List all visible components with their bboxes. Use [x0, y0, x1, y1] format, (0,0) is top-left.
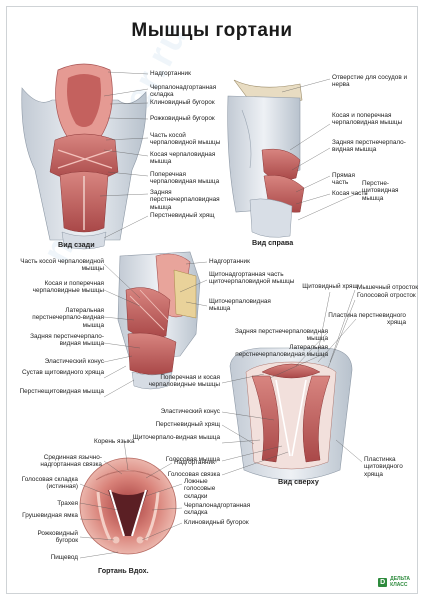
label-thyroarytenoid-2: Щиточерпало-видная мышца: [132, 434, 220, 441]
label-epiglottis-3: Надгортанник: [174, 459, 215, 466]
label-muscular-process: Мышечный отросток: [357, 284, 419, 291]
label-true-vocal-fold: Голосовая складка (истинная): [21, 476, 78, 491]
caption-posterior-view: Вид сзади: [58, 240, 95, 249]
label-tongue-root: Корень языка: [94, 438, 135, 445]
label-aryepiglottic-fold-2: Черпалонадгортанная складка: [184, 502, 251, 517]
label-corniculate-tubercle: Рожковидный бугорок: [150, 115, 215, 122]
logo-line-2: КЛАСС: [390, 581, 408, 588]
label-thyroid-cartilage: Щитовидный хрящ: [302, 283, 358, 290]
label-vocalis: Голосовая мышца: [165, 456, 220, 463]
label-lateral-cricoarytenoid-2: Латеральная перстнечерпаловидная мышца: [235, 344, 328, 359]
label-cricoid-lamina: Пластина перстневидного хряща: [328, 312, 406, 327]
label-transverse-arytenoid: Поперечная черпаловидная мышца: [150, 171, 220, 186]
figure-right-view: [227, 79, 305, 238]
label-posterior-cricoarytenoid-right: Задняя перстнечерпало-видная мышца: [332, 139, 406, 154]
label-cricothyroid: Перстне-щитовидная мышца: [362, 180, 399, 202]
logo-mark-icon: D: [378, 578, 388, 587]
label-oblique-arytenoid: Косая черпаловидная мышца: [150, 151, 216, 166]
label-cricothyroid-2: Перстнещитовидная мышца: [19, 388, 105, 395]
label-oblique-transverse-arytenoid-2: Косая и поперечная черпаловидные мышцы: [32, 280, 104, 295]
logo-line-1: ДЕЛЬТА: [390, 576, 410, 582]
label-posterior-cricoarytenoid-2: Задняя перстнечерпало-видная мышца: [30, 333, 104, 348]
label-posterior-cricoarytenoid-3: Задняя перстнечерпаловидная мышца: [235, 328, 328, 343]
label-cuneiform-tubercle-2: Клиновидный бугорок: [184, 519, 249, 526]
label-cricoid-cartilage: Перстневидный хрящ: [150, 212, 215, 219]
label-transverse-oblique-arytenoid: Поперечная и косая черпаловидные мышцы: [148, 374, 220, 389]
label-vocal-process: Голосовой отросток: [357, 292, 416, 299]
label-false-vocal-folds: Ложные голосовые складки: [184, 478, 216, 500]
label-thyroepiglottic-part: Щитонадгортанная часть щиточерпаловидной…: [209, 271, 295, 286]
label-lateral-cricoarytenoid: Латеральная перстнечерпало-видная мышца: [32, 307, 104, 329]
label-straight-part: Прямая часть: [332, 172, 355, 187]
label-trachea: Трахея: [57, 500, 78, 507]
label-oblique-part: Косая часть: [332, 190, 368, 197]
label-epiglottis: Надгортанник: [150, 70, 191, 77]
caption-superior-view: Вид сверху: [278, 477, 319, 486]
label-cricoid-cartilage-2: Перстневидный хрящ: [155, 421, 220, 428]
label-conus-elasticus: Эластический конус: [44, 358, 104, 365]
label-thyroarytenoid: Щиточерпаловидная мышца: [209, 298, 271, 313]
label-median-glossoepiglottic: Срединная язычно-надгортанная связка: [40, 454, 102, 469]
label-epiglottis-2: Надгортанник: [209, 258, 250, 265]
label-posterior-cricoarytenoid: Задняя перстнечерпаловидная мышца: [150, 189, 220, 211]
label-part-oblique-arytenoid-2: Часть косой черпаловидной мышцы: [20, 258, 104, 273]
label-aryepiglottic-fold: Черпалонадгортанная складка: [150, 84, 217, 99]
label-thyroid-lamina: Пластинка щитовидного хряща: [364, 456, 403, 478]
label-corniculate-tubercle-2: Рожковидный бугорок: [37, 530, 78, 545]
label-conus-elasticus-2: Эластический конус: [160, 408, 220, 415]
label-piriform-fossa: Грушевидная ямка: [22, 512, 78, 519]
label-vocal-ligament: Голосовая связка: [167, 471, 220, 478]
caption-right-view: Вид справа: [252, 238, 294, 247]
figure-posterior-view: [21, 63, 147, 250]
label-thyroid-joint: Сустав щитовидного хряща: [22, 369, 104, 376]
label-oblique-transverse-arytenoid: Косая и поперечная черпаловидная мышцы: [332, 112, 403, 127]
figure-superior-view: [229, 347, 353, 481]
page-title: Мышцы гортани: [131, 20, 293, 41]
label-cuneiform-tubercle: Клиновидный бугорок: [150, 99, 215, 106]
label-esophagus: Пищевод: [50, 554, 78, 561]
publisher-logo: D ДЕЛЬТА КЛАСС: [378, 576, 410, 588]
label-part-oblique-arytenoid: Часть косой черпаловидной мышцы: [150, 132, 221, 147]
caption-laryngoscopy: Гортань Вдох.: [98, 566, 149, 575]
figure-lateral-view: [117, 251, 201, 390]
label-vessel-nerve-foramen: Отверстие для сосудов и нерва: [332, 74, 408, 89]
